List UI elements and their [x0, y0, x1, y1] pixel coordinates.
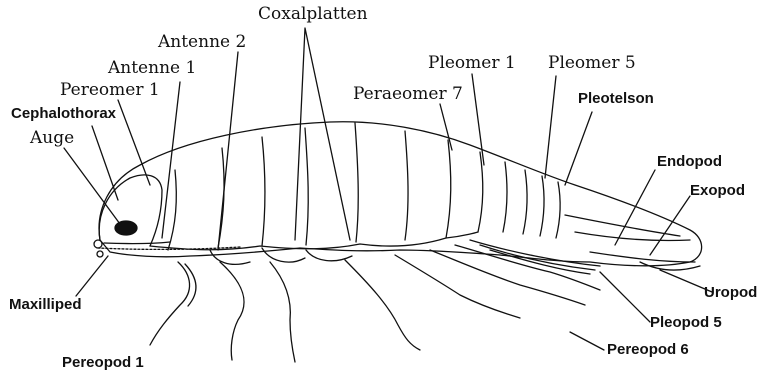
pereopod-1: [150, 262, 196, 345]
label-maxilliped: Maxilliped: [9, 297, 82, 312]
pointer-pleotelson: [565, 112, 592, 185]
segment-pleomer-5: [556, 182, 560, 238]
uropod: [640, 262, 700, 270]
pereopod-6: [430, 250, 585, 305]
label-pleomer-5: Pleomer 5: [548, 55, 636, 72]
pointer-coxalplatten: [295, 28, 350, 240]
label-pleomer-1: Pleomer 1: [428, 55, 516, 72]
label-cephalothorax: Cephalothorax: [11, 106, 116, 121]
label-pleopod-5: Pleopod 5: [650, 315, 722, 330]
label-pereomer-1: Pereomer 1: [60, 82, 160, 99]
exopod: [590, 252, 695, 262]
segment-pereomer-5: [355, 123, 358, 242]
label-exopod: Exopod: [690, 183, 745, 198]
pointer-exopod: [650, 196, 690, 255]
pointer-pleomer5: [545, 76, 556, 178]
coxal-plates: [150, 232, 478, 250]
segment-pereomer-7: [446, 140, 451, 238]
segment-pleomer-2: [503, 162, 507, 232]
segment-pereomer-4: [305, 128, 308, 245]
label-auge: Auge: [30, 130, 74, 147]
antenna-1: [104, 242, 170, 244]
segment-pleomer-1: [478, 152, 483, 232]
body-outline: [99, 122, 702, 266]
head-outline: [99, 175, 162, 246]
label-coxalplatten: Coxalplatten: [258, 6, 368, 23]
segment-pleomer-4: [540, 176, 544, 236]
eye: [115, 221, 137, 235]
pereopod-2: [220, 262, 244, 360]
label-antenne-2: Antenne 2: [158, 34, 246, 51]
segment-pereomer-6: [405, 131, 408, 240]
pointer-pereopod6: [570, 332, 604, 350]
pointer-pleomer1: [472, 74, 484, 165]
pointer-antenne1: [162, 82, 180, 238]
segment-pleomer-3: [523, 170, 527, 234]
label-pleotelson: Pleotelson: [578, 91, 654, 106]
segment-pereomer-1: [168, 170, 176, 250]
label-pereopod-6: Pereopod 6: [607, 342, 689, 357]
label-pereopod-1: Pereopod 1: [62, 355, 144, 370]
pointer-endopod: [615, 170, 655, 245]
pointer-antenne2: [218, 52, 238, 250]
pereopod-5: [395, 255, 520, 318]
pleopods: [470, 240, 600, 274]
pereopod-4: [345, 260, 420, 350]
pereopod-3: [270, 262, 295, 362]
pointer-cephalothorax: [92, 126, 118, 200]
pointer-maxilliped: [76, 256, 108, 296]
pointer-peraeomer7: [440, 104, 452, 150]
endopod: [575, 232, 690, 241]
pointer-pleopod5: [600, 272, 650, 322]
pointer-pereomer1: [118, 100, 150, 185]
label-endopod: Endopod: [657, 154, 722, 169]
label-uropod: Uropod: [704, 285, 757, 300]
segment-pereomer-3: [262, 137, 265, 246]
label-peraeomer-7: Peraeomer 7: [353, 86, 463, 103]
label-antenne-1: Antenne 1: [108, 60, 196, 77]
pointer-auge: [64, 148, 120, 224]
